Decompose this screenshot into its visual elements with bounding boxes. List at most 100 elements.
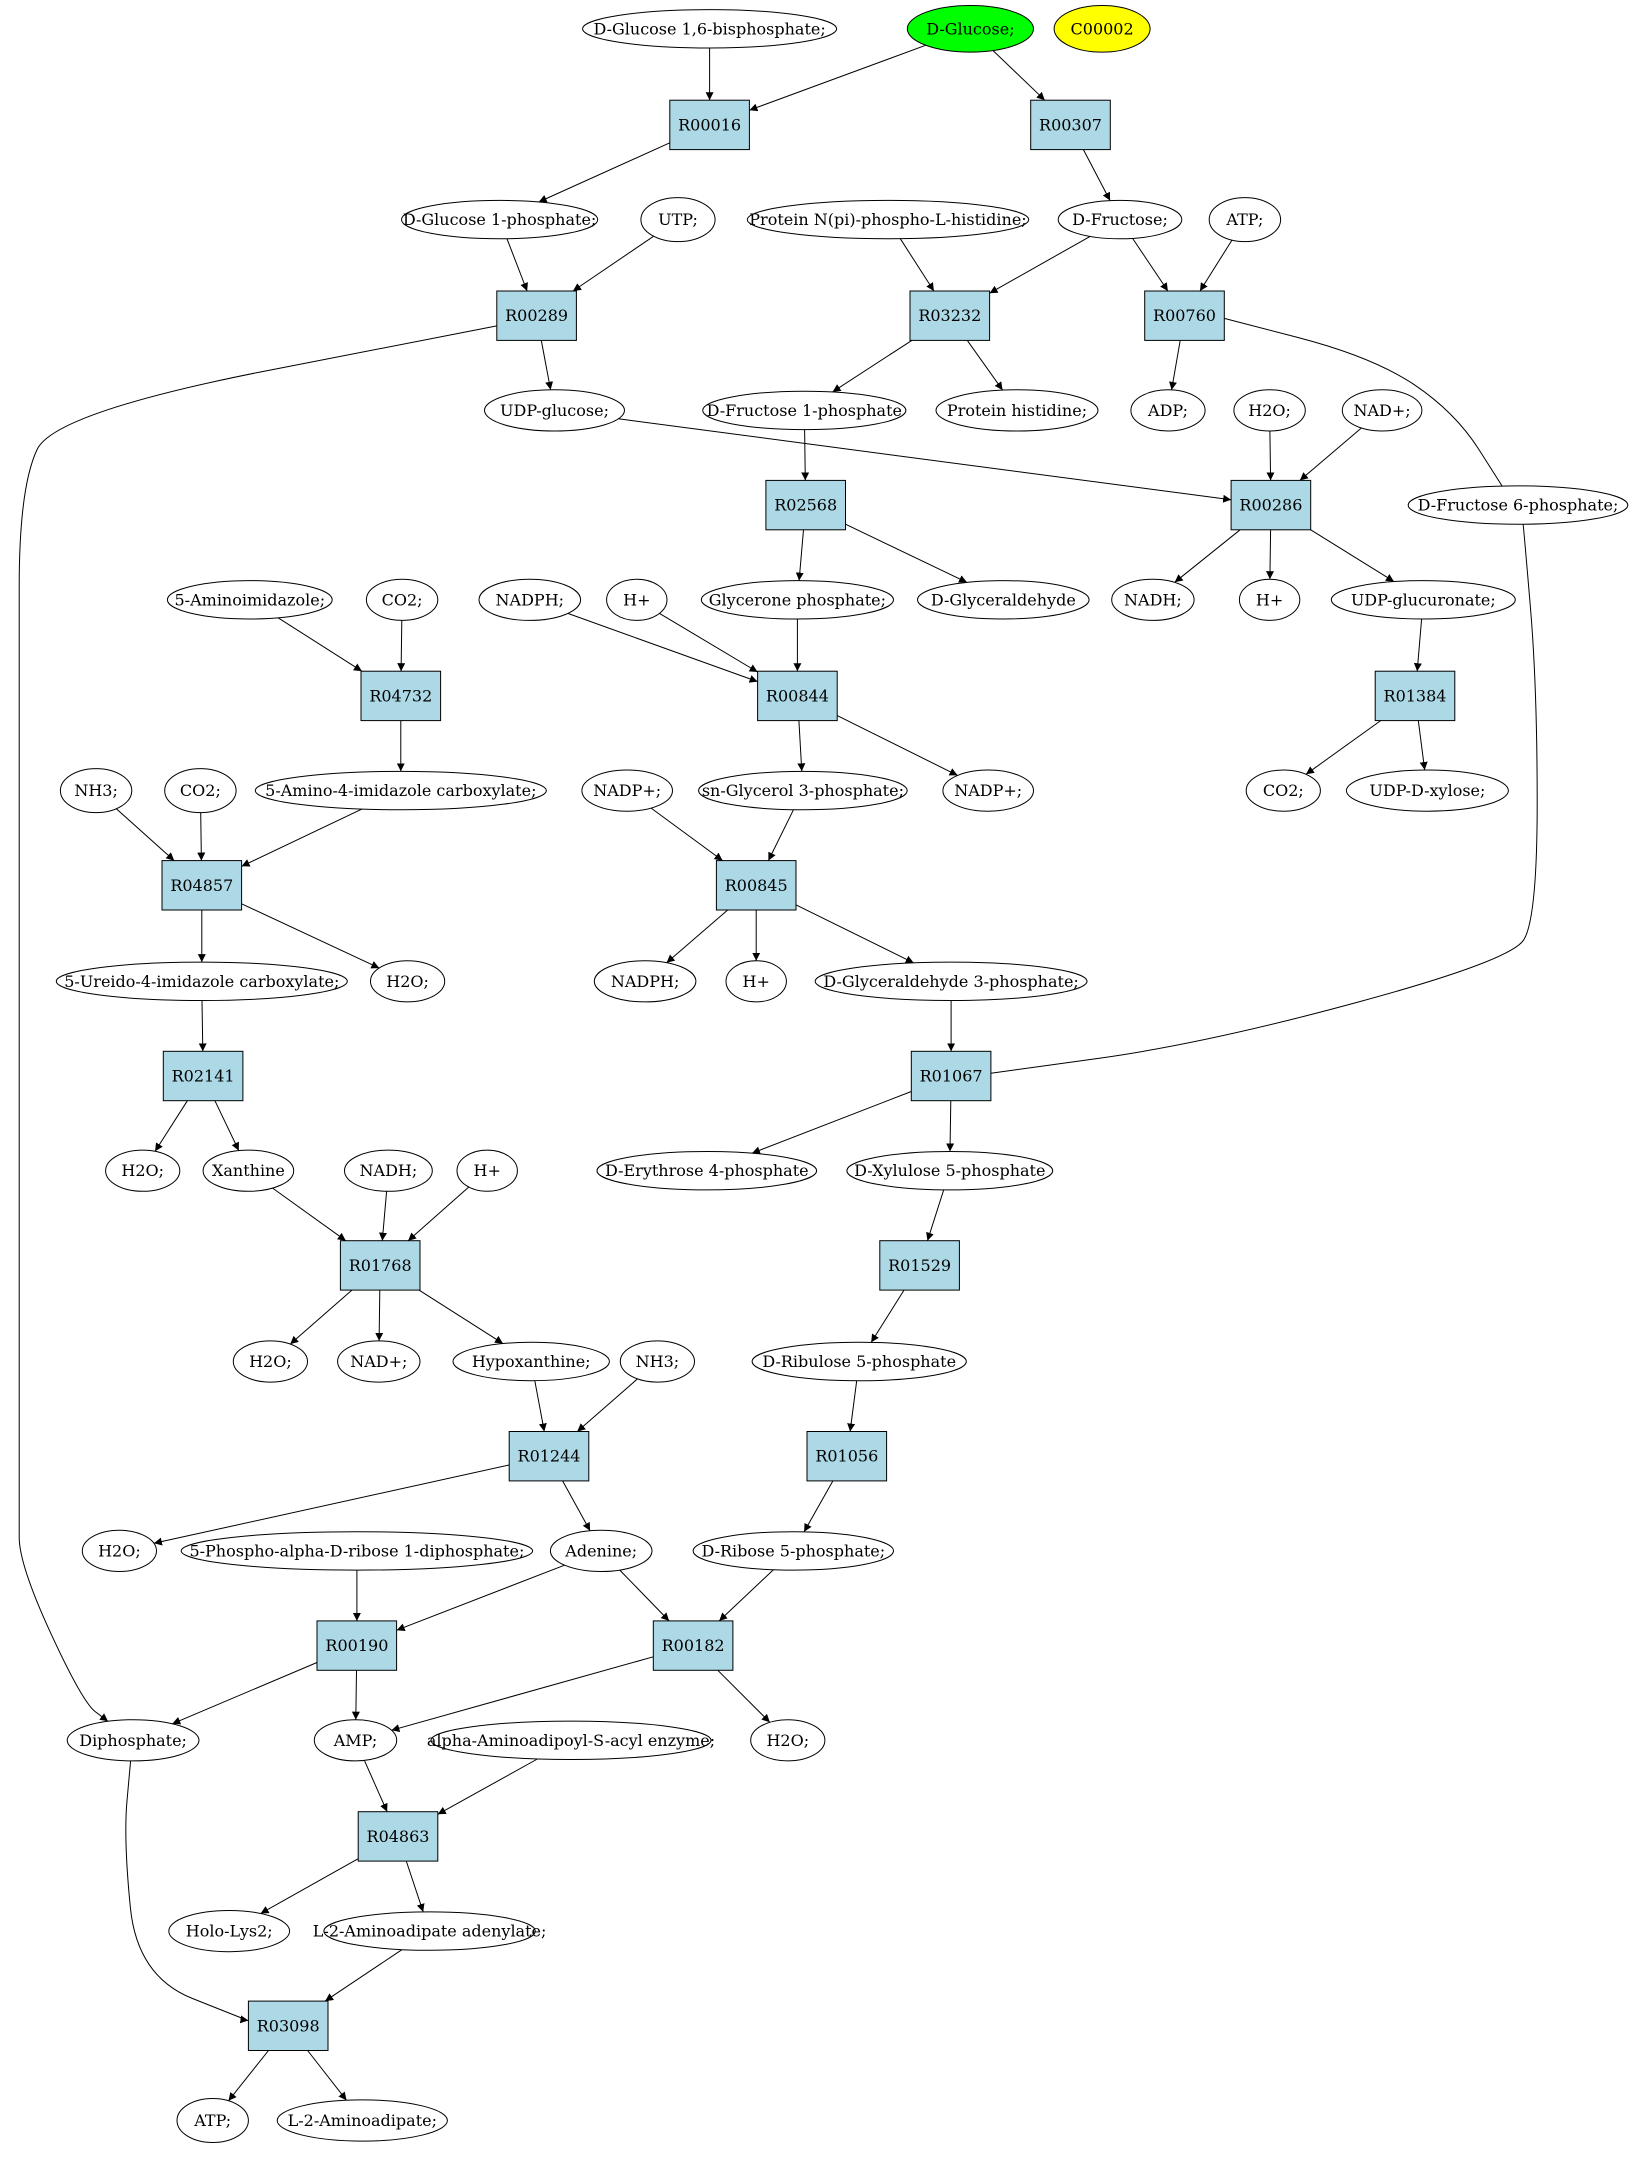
compound-node-aasacyl[interactable]: alpha-Aminoadipoyl-S-acyl enzyme; [427,1720,715,1761]
compound-node-nadp_a[interactable]: NAD+; [1341,389,1423,432]
compound-node-xan[interactable]: Xanthine [202,1149,295,1192]
compound-node-atp2[interactable]: ATP; [176,2098,249,2143]
compound-node-adp[interactable]: ADP; [1130,389,1206,432]
compound-node-l2aaad[interactable]: L-2-Aminoadipate adenylate; [313,1911,547,1951]
compound-node-hyp[interactable]: Hypoxanthine; [452,1341,610,1382]
compound-node-utp[interactable]: UTP; [640,197,716,243]
compound-node-hp_c[interactable]: H+ [725,960,787,1003]
node-label: CO2; [382,590,423,609]
compound-node-nh3_a[interactable]: NH3; [59,768,133,814]
reaction-node-r00844[interactable]: R00844 [757,670,838,722]
compound-node-prothis[interactable]: Protein N(pi)-phospho-L-histidine; [746,199,1030,240]
edge-ade-to-R00190 [396,1564,565,1632]
compound-node-nadpp_a[interactable]: NADP+; [581,769,674,812]
reaction-node-r00182[interactable]: R00182 [652,1620,734,1671]
compound-node-nadph_b[interactable]: NADPH; [593,960,697,1003]
compound-node-aiz[interactable]: 5-Aminoimidazole; [166,580,333,620]
compound-node-atp1[interactable]: ATP; [1208,197,1282,243]
compound-node-l2aa[interactable]: L-2-Aminoadipate; [276,2099,448,2142]
reaction-node-r01529[interactable]: R01529 [879,1240,960,1291]
node-label: R00760 [1153,306,1216,325]
compound-node-co2_a[interactable]: CO2; [365,578,439,621]
node-label: 5-Phospho-alpha-D-ribose 1-diphosphate; [189,1541,524,1560]
compound-node-udpgla[interactable]: UDP-glucuronate; [1330,580,1516,620]
reaction-node-r01067[interactable]: R01067 [910,1050,992,1102]
compound-node-c00002[interactable]: C00002 [1053,5,1151,53]
reaction-node-r01768[interactable]: R01768 [339,1240,421,1291]
compound-node-g3p[interactable]: sn-Glycerol 3-phosphate; [698,770,908,811]
compound-node-h2o_c[interactable]: H2O; [105,1149,181,1192]
reaction-node-r02568[interactable]: R02568 [765,479,847,531]
reaction-node-r01384[interactable]: R01384 [1374,670,1456,722]
compound-ellipse [180,1531,534,1571]
compound-node-h2o_a[interactable]: H2O; [1233,389,1306,432]
edge-R03232-to-prhis [966,340,1004,391]
compound-ellipse [692,1531,894,1571]
edge-nh3_b-to-R01244 [576,1378,638,1432]
compound-node-h2o_d[interactable]: H2O; [232,1340,308,1383]
compound-node-h2o_b[interactable]: H2O; [370,960,446,1003]
compound-ellipse [254,770,547,811]
compound-node-dhap[interactable]: Glycerone phosphate; [700,580,895,620]
reaction-node-r00190[interactable]: R00190 [316,1620,398,1671]
edge-nadph_a-to-R00844 [567,612,758,683]
compound-ellipse [313,1719,398,1762]
compound-node-g16bp[interactable]: D-Glucose 1,6-bisphosphate; [582,9,838,49]
compound-node-h2o_e[interactable]: H2O; [81,1529,157,1573]
reaction-box [508,1431,590,1482]
compound-node-ru5p[interactable]: D-Ribulose 5-phosphate [751,1341,967,1382]
compound-node-fru[interactable]: D-Fructose; [1057,199,1183,240]
reaction-node-r01244[interactable]: R01244 [508,1431,590,1482]
compound-node-co2_b[interactable]: CO2; [164,768,237,814]
reaction-node-r03098[interactable]: R03098 [247,2000,329,2051]
compound-node-udpglc[interactable]: UDP-glucose; [484,389,625,432]
reaction-node-r01056[interactable]: R01056 [806,1431,888,1482]
reaction-node-r00760[interactable]: R00760 [1144,290,1225,341]
compound-node-g1p[interactable]: D-Glucose 1-phosphate; [401,199,599,240]
compound-node-r5p[interactable]: D-Ribose 5-phosphate; [692,1531,894,1571]
compound-node-ade[interactable]: Adenine; [549,1529,653,1573]
reaction-node-r04857[interactable]: R04857 [161,860,243,911]
compound-node-uicx[interactable]: 5-Ureido-4-imidazole carboxylate; [55,961,348,1001]
reaction-node-r00307[interactable]: R00307 [1030,99,1111,151]
reaction-node-r03232[interactable]: R03232 [909,290,991,341]
node-label: D-Ribulose 5-phosphate [762,1352,956,1371]
reaction-node-r00016[interactable]: R00016 [669,99,750,151]
compound-node-f6p[interactable]: D-Fructose 6-phosphate; [1407,485,1629,525]
reaction-node-r02141[interactable]: R02141 [162,1050,244,1102]
reaction-node-r04732[interactable]: R04732 [360,670,442,722]
reaction-node-r00845[interactable]: R00845 [715,860,797,911]
compound-node-nadh_a[interactable]: NADH; [1111,578,1195,621]
compound-node-x5p[interactable]: D-Xylulose 5-phosphate [846,1151,1054,1191]
compound-node-e4p[interactable]: D-Erythrose 4-phosphate [596,1151,818,1191]
compound-node-holo[interactable]: Holo-Lys2; [168,1910,291,1953]
compound-node-amp[interactable]: AMP; [313,1719,398,1762]
reaction-node-r00286[interactable]: R00286 [1230,479,1312,531]
compound-node-nadpp_b[interactable]: NADP+; [942,769,1035,812]
compound-node-nadp_b[interactable]: NAD+; [337,1340,421,1383]
compound-node-nadph_a[interactable]: NADPH; [478,578,582,621]
compound-node-dgla[interactable]: D-Glyceraldehyde [917,580,1090,620]
compound-node-aicx[interactable]: 5-Amino-4-imidazole carboxylate; [254,770,547,811]
node-label: R04863 [367,1827,430,1846]
reaction-node-r00289[interactable]: R00289 [496,290,577,341]
edge-atp1-to-R00760 [1199,239,1233,292]
compound-node-hp_b[interactable]: H+ [1238,578,1301,621]
compound-node-hp_d[interactable]: H+ [456,1149,518,1192]
compound-node-nh3_b[interactable]: NH3; [619,1340,696,1383]
compound-node-nadh_b[interactable]: NADH; [344,1149,433,1192]
reaction-node-r04863[interactable]: R04863 [357,1811,439,1862]
edge-R02568-to-dhap [795,529,804,581]
compound-node-udpxyl[interactable]: UDP-D-xylose; [1345,769,1509,812]
compound-node-prhis[interactable]: Protein histidine; [935,389,1099,432]
node-label: 5-Amino-4-imidazole carboxylate; [265,781,536,800]
compound-node-prpp[interactable]: 5-Phospho-alpha-D-ribose 1-diphosphate; [180,1531,534,1571]
compound-node-f1p[interactable]: D-Fructose 1-phosphate [702,390,907,431]
compound-node-co2_c[interactable]: CO2; [1245,769,1321,812]
compound-node-h2o_f[interactable]: H2O; [750,1719,826,1762]
compound-ellipse [700,580,895,620]
compound-node-gap[interactable]: D-Glyceraldehyde 3-phosphate; [814,961,1088,1001]
compound-node-ppi[interactable]: Diphosphate; [66,1719,200,1762]
compound-node-hp_a[interactable]: H+ [606,578,668,621]
compound-node-dglc[interactable]: D-Glucose; [906,5,1035,53]
